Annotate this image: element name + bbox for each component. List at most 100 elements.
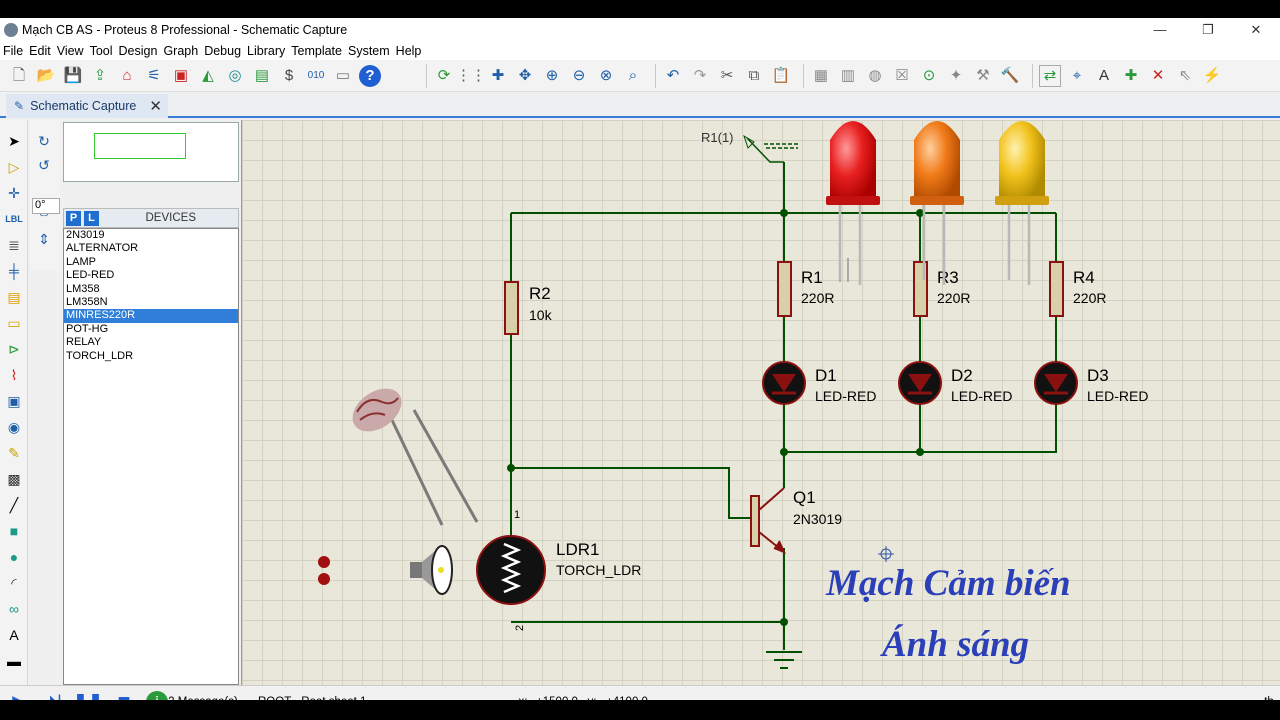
resistor-r1[interactable]: R1 220R xyxy=(777,261,834,317)
line-tool-icon[interactable]: ╱ xyxy=(9,496,19,513)
new-file-icon[interactable]: 🗋 xyxy=(12,67,26,84)
grid-icon[interactable]: ⋮⋮ xyxy=(456,67,486,84)
schematic-canvas[interactable]: R1(1) R2 10k R1 220R R3 220R xyxy=(241,120,1280,685)
schematic-icon[interactable]: ⚟ xyxy=(147,67,161,84)
led-d1[interactable]: D1 LED-RED xyxy=(762,361,876,405)
restore-button[interactable]: ❐ xyxy=(1202,22,1214,37)
open-folder-icon[interactable]: 📂 xyxy=(36,67,56,84)
device-item[interactable]: ALTERNATOR xyxy=(66,242,139,255)
block-delete-icon[interactable]: ☒ xyxy=(895,67,909,84)
menu-template[interactable]: Template xyxy=(291,44,342,58)
block-rotate-icon[interactable]: ◍ xyxy=(868,67,882,84)
tab-schematic-capture[interactable]: ✎ Schematic Capture ✕ xyxy=(6,94,168,118)
arc-tool-icon[interactable]: ◜ xyxy=(11,574,17,591)
menu-design[interactable]: Design xyxy=(118,44,158,58)
help-icon[interactable]: ? xyxy=(359,64,381,87)
minimize-button[interactable]: — xyxy=(1153,22,1167,37)
gerber-icon[interactable]: ◭ xyxy=(202,67,214,84)
mirror-y-icon[interactable]: ⇕ xyxy=(38,230,50,247)
schematic-drawing[interactable]: R1(1) R2 10k R1 220R R3 220R xyxy=(242,120,1280,685)
resistor-r4[interactable]: R4 220R xyxy=(1049,261,1106,317)
pan-icon[interactable]: ✥ xyxy=(518,67,532,84)
pick-devices-button[interactable]: P xyxy=(66,210,81,226)
overview-preview[interactable] xyxy=(63,122,239,182)
close-window-button[interactable]: ✕ xyxy=(1250,22,1262,37)
bom-icon[interactable]: ▤ xyxy=(254,67,270,84)
menu-file[interactable]: File xyxy=(3,44,24,58)
device-pins-icon[interactable]: ⊳ xyxy=(8,340,20,357)
box-tool-icon[interactable]: ■ xyxy=(9,523,19,539)
menu-system[interactable]: System xyxy=(347,44,390,58)
zoom-area-icon[interactable]: ⌕ xyxy=(628,67,638,84)
wire-label-icon[interactable]: LBL xyxy=(5,214,23,224)
rotate-clockwise-icon[interactable]: ↻ xyxy=(38,132,50,149)
zoom-in-icon[interactable]: ⊕ xyxy=(545,67,559,84)
source-code-icon[interactable]: 010 xyxy=(307,69,325,81)
zoom-all-icon[interactable]: ⊗ xyxy=(599,67,613,84)
text-tool-icon[interactable]: A xyxy=(9,627,19,643)
tab-close-button[interactable]: ✕ xyxy=(149,98,162,115)
resistor-r3[interactable]: R3 220R xyxy=(913,261,970,317)
paste-icon[interactable]: 📋 xyxy=(771,67,791,84)
refresh-icon[interactable]: ⟳ xyxy=(437,67,451,84)
menu-edit[interactable]: Edit xyxy=(29,44,51,58)
device-item[interactable]: RELAY xyxy=(66,336,102,349)
save-icon[interactable]: 💾 xyxy=(63,67,83,84)
device-item[interactable]: LAMP xyxy=(66,255,96,268)
menu-debug[interactable]: Debug xyxy=(204,44,242,58)
property-assign-icon[interactable]: A xyxy=(1098,67,1109,84)
import-icon[interactable]: ⇪ xyxy=(93,67,107,84)
menu-graph[interactable]: Graph xyxy=(163,44,199,58)
menu-library[interactable]: Library xyxy=(247,44,286,58)
origin-icon[interactable]: ✚ xyxy=(491,67,505,84)
zoom-out-icon[interactable]: ⊖ xyxy=(572,67,586,84)
graph-mode-icon[interactable]: ⌇ xyxy=(10,366,18,383)
copy-icon[interactable]: ⧉ xyxy=(748,67,760,84)
device-list[interactable]: 2N3019 ALTERNATOR LAMP LED-RED LM358 LM3… xyxy=(63,228,239,685)
resistor-r2[interactable]: R2 10k xyxy=(504,281,553,335)
undo-icon[interactable]: ↶ xyxy=(666,67,680,84)
overview-icon[interactable]: ▭ xyxy=(335,67,351,84)
ldr-ldr1[interactable]: 1 2 LDR1 TORCH_LDR xyxy=(476,509,641,631)
path-tool-icon[interactable]: ∞ xyxy=(9,601,19,617)
buses-icon[interactable]: ╪ xyxy=(9,263,19,279)
rotate-anticlockwise-icon[interactable]: ↺ xyxy=(38,156,50,173)
menu-view[interactable]: View xyxy=(56,44,84,58)
device-item[interactable]: LM358N xyxy=(66,295,108,308)
symbol-tool-icon[interactable]: ▬ xyxy=(7,653,21,669)
pick-device-icon[interactable]: ⊙ xyxy=(922,67,936,84)
circle-tool-icon[interactable]: ● xyxy=(9,549,19,565)
new-sheet-icon[interactable]: ✚ xyxy=(1124,67,1138,84)
block-copy-icon[interactable]: ▦ xyxy=(813,67,829,84)
led-d2[interactable]: D2 LED-RED xyxy=(898,361,1012,405)
search-tag-icon[interactable]: ⌖ xyxy=(1072,67,1082,84)
tape-recorder-icon[interactable]: ▣ xyxy=(7,392,21,409)
device-item[interactable]: TORCH_LDR xyxy=(66,349,134,362)
cost-icon[interactable]: $ xyxy=(284,67,294,84)
pcb-icon[interactable]: ▣ xyxy=(173,67,189,84)
speaker-icon[interactable] xyxy=(410,545,453,595)
device-item[interactable]: POT-HG xyxy=(66,322,109,335)
packaging-icon[interactable]: ⚒ xyxy=(976,67,990,84)
voltage-probe-icon[interactable]: ✎ xyxy=(8,444,20,461)
decompose-icon[interactable]: 🔨 xyxy=(1000,67,1020,84)
make-device-icon[interactable]: ✦ xyxy=(949,67,963,84)
device-item-selected[interactable]: MINRES220R xyxy=(64,309,238,323)
device-item[interactable]: 2N3019 xyxy=(66,229,105,241)
generator-icon[interactable]: ◉ xyxy=(7,418,21,435)
text-script-icon[interactable]: ≣ xyxy=(8,236,20,253)
device-item[interactable]: LED-RED xyxy=(66,269,115,282)
library-manager-button[interactable]: L xyxy=(84,210,99,226)
junction-dot-icon[interactable]: ✛ xyxy=(8,184,20,201)
netlist-icon[interactable]: ⚡ xyxy=(1202,67,1222,84)
3d-view-icon[interactable]: ◎ xyxy=(228,67,242,84)
led-d3[interactable]: D3 LED-RED xyxy=(1034,361,1148,405)
redo-icon[interactable]: ↷ xyxy=(693,67,707,84)
block-move-icon[interactable]: ▥ xyxy=(840,67,856,84)
remove-sheet-icon[interactable]: ✕ xyxy=(1151,67,1165,84)
exit-parent-icon[interactable]: ⇖ xyxy=(1178,67,1192,84)
transistor-q1[interactable] xyxy=(750,487,786,554)
rotation-field[interactable]: 0° xyxy=(32,198,60,214)
wire-autorouter-icon[interactable]: ⇄ xyxy=(1039,64,1061,87)
subcircuit-icon[interactable]: ▤ xyxy=(7,288,21,305)
